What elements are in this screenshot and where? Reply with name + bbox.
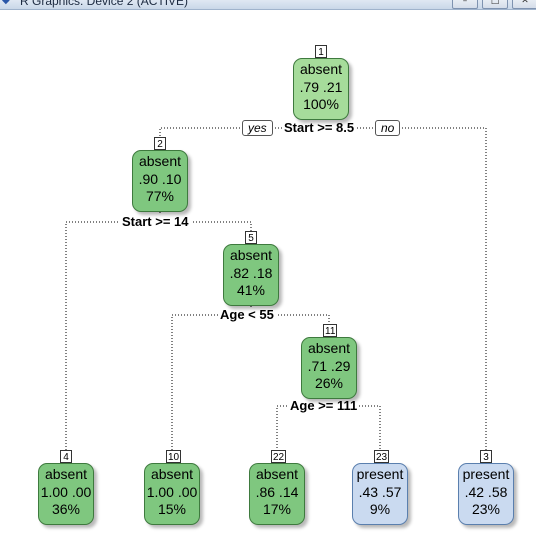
- node-id-22: 22: [271, 450, 287, 463]
- node-probabilities-4: 1.00 .00: [40, 483, 92, 500]
- edge-5-10: [171, 314, 251, 450]
- node-class-3: present: [462, 466, 510, 482]
- node-id-1: 1: [315, 45, 327, 58]
- node-probabilities-23: .43 .57: [358, 483, 402, 500]
- edge-11-22: [276, 405, 329, 450]
- split-label-start-8-5: Start >= 8.5: [282, 120, 357, 135]
- minimize-button[interactable]: –: [452, 0, 478, 9]
- node-id-10: 10: [166, 450, 182, 463]
- node-id-3: 3: [480, 450, 492, 463]
- node-id-5: 5: [245, 231, 257, 244]
- split-label-age-111: Age >= 111: [288, 398, 360, 413]
- node-percent-22: 17%: [262, 501, 292, 517]
- split-label-age-55: Age < 55: [218, 307, 276, 322]
- node-percent-23: 9%: [369, 501, 391, 517]
- node-percent-3: 23%: [471, 501, 501, 517]
- node-probabilities-10: 1.00 .00: [146, 483, 198, 500]
- node-class-4: absent: [44, 466, 88, 482]
- window-titlebar: ◆ R Graphics: Device 2 (ACTIVE) – □ ✕: [0, 0, 536, 10]
- maximize-button[interactable]: □: [482, 0, 508, 9]
- node-percent-11: 26%: [314, 375, 344, 391]
- node-class-2: absent: [138, 153, 182, 169]
- split-label-start-14: Start >= 14: [120, 214, 191, 229]
- node-id-4: 4: [60, 450, 72, 463]
- branch-label-yes: yes: [242, 120, 273, 136]
- node-probabilities-1: .79 .21: [299, 78, 343, 95]
- edge-2-4: [65, 221, 160, 450]
- node-probabilities-3: .42 .58: [464, 483, 508, 500]
- node-probabilities-5: .82 .18: [229, 264, 273, 281]
- node-percent-4: 36%: [51, 501, 81, 517]
- node-class-22: absent: [255, 466, 299, 482]
- node-percent-5: 41%: [236, 282, 266, 298]
- r-app-icon: ◆: [2, 0, 10, 6]
- window-title: R Graphics: Device 2 (ACTIVE): [20, 0, 189, 8]
- node-class-23: present: [356, 466, 404, 482]
- node-id-23: 23: [374, 450, 390, 463]
- branch-label-no: no: [375, 120, 401, 136]
- edge-5-11: [251, 314, 330, 324]
- node-id-2: 2: [154, 137, 166, 150]
- node-probabilities-2: .90 .10: [138, 170, 182, 187]
- edge-11-23: [329, 405, 381, 450]
- node-class-5: absent: [229, 247, 273, 263]
- node-class-1: absent: [299, 61, 343, 77]
- node-probabilities-11: .71 .29: [307, 357, 351, 374]
- node-class-11: absent: [307, 340, 351, 356]
- node-id-11: 11: [323, 324, 338, 337]
- node-percent-2: 77%: [145, 188, 175, 204]
- node-percent-1: 100%: [303, 96, 339, 112]
- node-percent-10: 15%: [157, 501, 187, 517]
- node-class-10: absent: [150, 466, 194, 482]
- close-button[interactable]: ✕: [512, 0, 536, 9]
- node-probabilities-22: .86 .14: [255, 483, 299, 500]
